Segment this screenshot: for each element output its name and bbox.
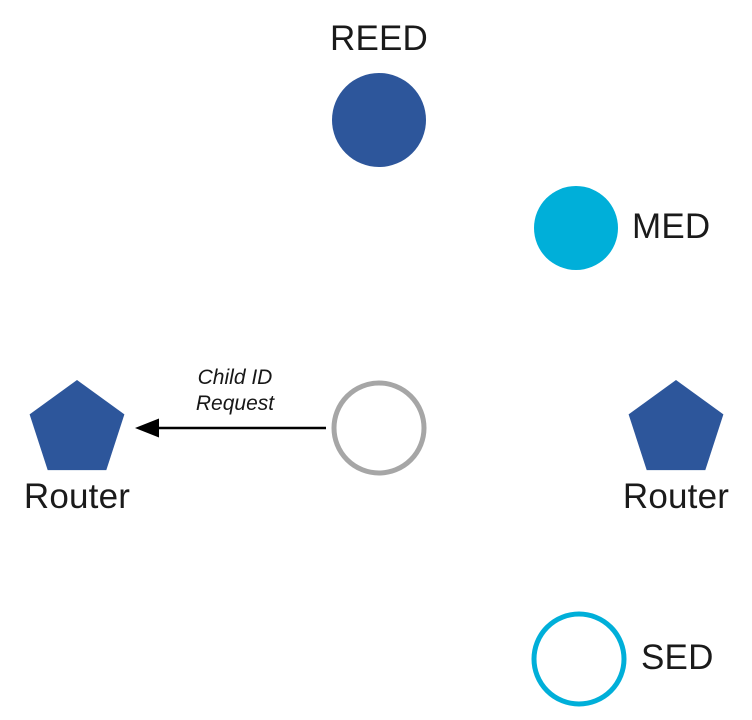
med-circle-icon <box>534 186 618 270</box>
router-pentagon-icon <box>29 380 125 471</box>
arrowhead-icon <box>135 418 159 438</box>
joiner-circle-icon <box>331 380 427 476</box>
node-joiner[interactable] <box>331 380 427 476</box>
node-label-router-right: Router <box>622 477 730 516</box>
reed-circle-icon <box>332 73 426 167</box>
node-label-sed: SED <box>641 638 714 677</box>
edge-label-line-1: Child ID <box>197 366 273 389</box>
edge-label-line-2: Request <box>195 391 275 415</box>
node-med[interactable] <box>534 186 618 270</box>
node-sed[interactable] <box>531 611 627 707</box>
edge-child-id-request <box>135 418 326 438</box>
node-label-router-left: Router <box>23 477 131 516</box>
node-router-right[interactable] <box>624 376 728 476</box>
router-pentagon-icon <box>628 380 724 471</box>
node-reed[interactable] <box>332 73 426 167</box>
edge-label-child-id-request: Child ID Request <box>155 365 315 416</box>
sed-circle-icon <box>531 611 627 707</box>
node-label-reed: REED <box>329 19 429 58</box>
node-router-left[interactable] <box>25 376 129 476</box>
node-label-med: MED <box>632 207 711 246</box>
